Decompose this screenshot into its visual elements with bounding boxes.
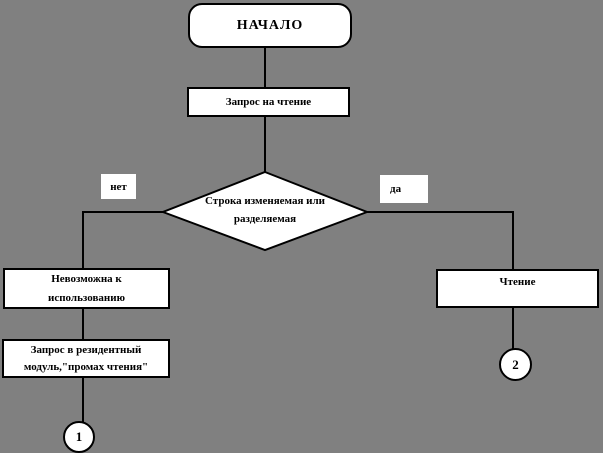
connector-1-label: 1 [75,429,83,444]
read-request-label: Запрос на чтение [225,96,312,108]
unusable-node: Невозможна к использованию [3,268,170,309]
line-no-branch [82,211,163,268]
start-node-label: НАЧАЛО [236,17,304,33]
resident-request-node: Запрос в резидентный модуль,"промах чтен… [2,339,170,378]
unusable-label-line1: Невозможна к [51,272,122,285]
decision-label-line2: разделяемая [233,213,297,225]
yes-label-text: да [390,183,402,195]
reading-node: Чтение [436,269,599,308]
decision-diamond [160,170,370,252]
connector-circle-1: 1 [63,421,95,453]
start-node: НАЧАЛО [188,3,352,48]
reading-label: Чтение [499,276,536,288]
branch-label-no: нет [101,174,136,199]
branch-label-yes: да [380,175,428,203]
decision-label-line1: Строка изменяемая или [205,195,325,207]
unusable-label-line2: использованию [47,291,125,304]
resident-label-line2: модуль,"промах чтения" [23,360,149,373]
line-yes-branch [367,211,514,269]
decision-node-label: Строка изменяемая или разделяемая [170,192,360,228]
read-request-node: Запрос на чтение [187,87,350,117]
no-label-text: нет [110,180,127,193]
connector-circle-2: 2 [499,348,532,381]
connector-2-label: 2 [512,356,519,372]
resident-label-line1: Запрос в резидентный [30,343,142,356]
